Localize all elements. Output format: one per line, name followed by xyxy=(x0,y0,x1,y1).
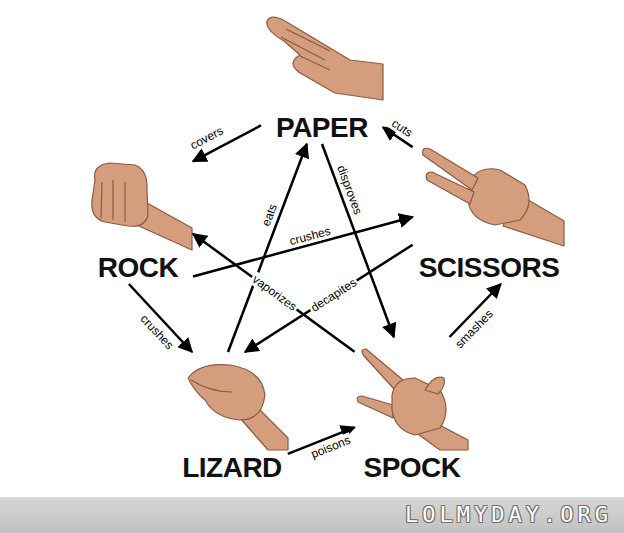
edge-label: crushes xyxy=(286,223,334,249)
scissors-hand xyxy=(423,148,564,246)
gesture-node: LIZARD xyxy=(176,352,288,484)
gesture-name: PAPER xyxy=(276,112,368,144)
gesture-node: SPOCK xyxy=(355,337,470,484)
edge-label: eats xyxy=(258,200,281,230)
paper-hand-part xyxy=(267,17,383,100)
gesture-node: SCISSORS xyxy=(413,132,566,284)
gesture-name: ROCK xyxy=(98,252,178,284)
paper-hand xyxy=(267,17,383,100)
connector-layer-part xyxy=(129,125,501,453)
gesture-name: SPOCK xyxy=(363,452,460,484)
edge-label: cuts xyxy=(387,115,416,141)
scissors-hand-part xyxy=(426,172,474,204)
rock-hand xyxy=(92,163,192,250)
lizard-hand-part xyxy=(191,380,232,392)
edge-label: poisons xyxy=(307,432,354,462)
spock-hand xyxy=(357,349,468,450)
gesture-node: ROCK xyxy=(83,142,193,284)
footer-bar xyxy=(0,497,624,533)
edge-label: covers xyxy=(186,123,227,154)
arrow-connector xyxy=(193,217,413,276)
rock-hand-part xyxy=(92,163,148,226)
watermark: LOLMYDAY.ORG xyxy=(405,502,612,528)
spock-hand-part xyxy=(357,396,393,418)
arrow-connector xyxy=(245,245,413,352)
edge-label: vaporizes xyxy=(248,271,301,315)
rock-hand-part xyxy=(101,180,125,222)
lizard-hand-part xyxy=(188,365,265,420)
edge-label: crushes xyxy=(136,311,178,354)
gesture-name: SCISSORS xyxy=(419,252,560,284)
edge-label: disproves xyxy=(334,161,366,218)
edge-label: decapites xyxy=(307,274,361,316)
gesture-name: LIZARD xyxy=(182,452,282,484)
paper-hand-part xyxy=(281,29,330,70)
spock-hand-part xyxy=(425,377,444,394)
spock-hand-part xyxy=(392,378,446,435)
lizard-hand xyxy=(188,365,288,450)
arrow-connector xyxy=(322,144,394,337)
gesture-node: PAPER xyxy=(261,2,383,144)
edge-label: smashes xyxy=(451,306,497,353)
